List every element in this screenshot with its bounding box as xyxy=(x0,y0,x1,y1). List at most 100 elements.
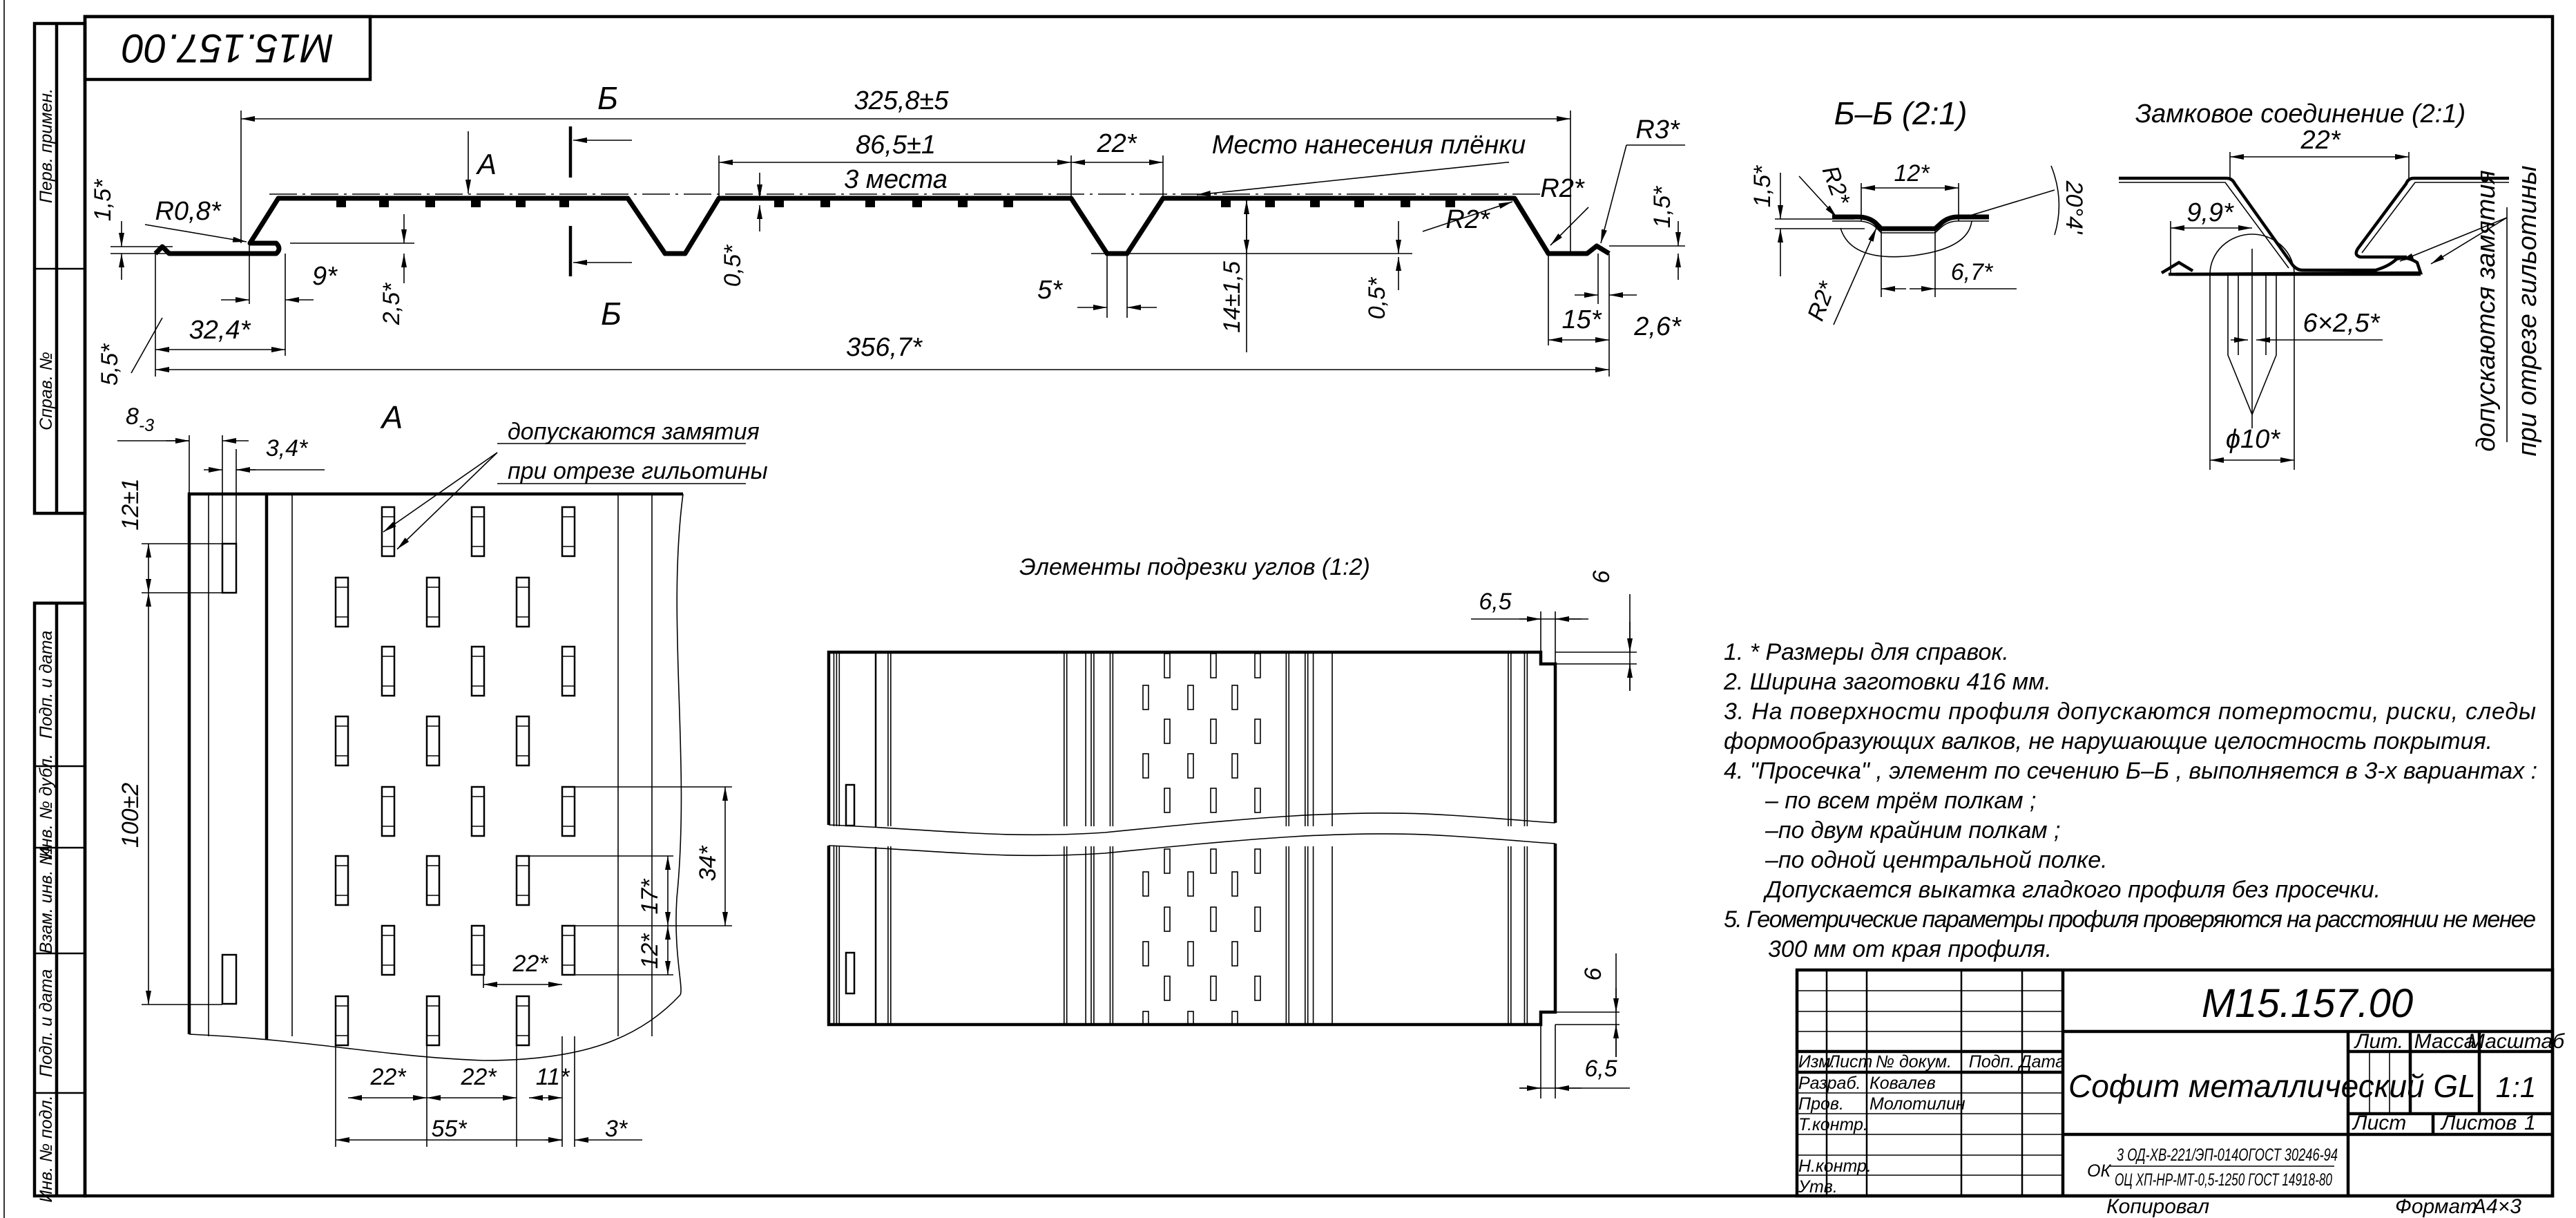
fastening-slot xyxy=(845,951,856,995)
sheet-label: Лист xyxy=(2352,1112,2406,1134)
perforation-tab xyxy=(471,200,481,207)
side-stamp-label: Взам. инв. № xyxy=(37,847,56,954)
dim-6: 6 xyxy=(1588,570,1615,583)
title-block-code: M15.157.00 xyxy=(2202,981,2413,1026)
corner-piece-bottom xyxy=(827,844,1557,1027)
main-profile-view: Б Б А 325,8±5 86,5±1 3 места 22* Место н… xyxy=(90,80,1682,386)
note-line: 2. Ширина заготовки 416 мм. xyxy=(1723,669,2051,695)
perforation-slot xyxy=(1231,685,1238,710)
perforation-slot xyxy=(1231,871,1238,897)
perforation-slot xyxy=(1142,941,1149,967)
dim-5: 5* xyxy=(1037,276,1063,305)
sheets-value: 1 xyxy=(2524,1112,2536,1134)
fastening-slot xyxy=(221,542,238,594)
note-leader xyxy=(396,452,498,550)
perforation-slot xyxy=(1210,906,1217,932)
view-a-outline xyxy=(187,492,683,1034)
r2-leader xyxy=(1833,227,1877,325)
dim-r2: R2* xyxy=(1803,277,1841,324)
dim-12: 12* xyxy=(1894,160,1930,187)
title-block: M15.157.00 Софит металлический GL Изм. Л… xyxy=(1798,981,2565,1218)
perforation-slot xyxy=(1142,1011,1149,1025)
note-line: –по одной центральной полке. xyxy=(1765,847,2108,873)
perforation-tab xyxy=(958,200,968,207)
perforation-slot xyxy=(515,855,530,906)
note-line: 300 мм от края профиля. xyxy=(1768,936,2052,962)
perforation-slot xyxy=(515,995,530,1047)
perforation-slot xyxy=(334,576,349,628)
dim-0-5: 0,5* xyxy=(1364,276,1390,319)
r2-leader xyxy=(1550,207,1589,246)
copied-label: Копировал xyxy=(2106,1195,2209,1218)
side-stamp-label: Подп. и дата xyxy=(37,631,56,739)
perforation-slot xyxy=(561,645,576,697)
drawing-geometry xyxy=(110,111,2509,1147)
header-date: Дата xyxy=(2017,1052,2065,1072)
dim-22: 22* xyxy=(460,1064,497,1090)
dim-9-9: 9,9* xyxy=(2186,198,2234,227)
dim-height: 14±1,5 xyxy=(1219,261,1245,333)
break-line xyxy=(828,833,1556,857)
developer-name: Ковалев xyxy=(1869,1074,1936,1093)
dim-22-inner: 22* xyxy=(512,951,549,977)
side-stamp-lower xyxy=(32,601,87,1198)
perforation-slot xyxy=(1231,1011,1238,1025)
film-leader xyxy=(1196,162,1508,196)
side-stamp-label: Инв. № подл. xyxy=(37,1095,56,1202)
perforation-slot xyxy=(334,855,349,906)
perforation-tab xyxy=(1003,200,1013,207)
dim-8: 8-3 xyxy=(126,403,154,435)
view-a-note: при отрезе гильотины xyxy=(508,458,768,484)
dim-1-5: 1,5* xyxy=(1749,164,1776,207)
header-list: Лист xyxy=(1827,1052,1872,1072)
break-line xyxy=(189,994,681,1061)
title-block-grid xyxy=(1795,968,2555,1198)
sheets-label: Листов xyxy=(2440,1112,2517,1134)
role-tech-control: Т.контр. xyxy=(1798,1115,1868,1134)
dim-2-6: 2,6* xyxy=(1633,312,1682,341)
side-stamp-label: Инв. № дубл. xyxy=(37,754,56,860)
perforation-slot xyxy=(425,995,441,1047)
perforation-tab xyxy=(820,200,830,207)
perforation-slot xyxy=(381,786,396,837)
dim-22: 22* xyxy=(369,1064,407,1090)
dim-6-5: 6,5 xyxy=(1479,589,1511,615)
perforation-tab xyxy=(559,200,569,207)
perforation-slot xyxy=(470,506,486,558)
perforation-slot xyxy=(1164,653,1171,678)
perforation-slot xyxy=(1164,788,1171,813)
note-line: 3. На поверхности профиля допускаются по… xyxy=(1724,698,2536,725)
side-stamps: Перв. примен. Справ. № Подп. и дата Инв.… xyxy=(37,88,56,1203)
extension-line xyxy=(1958,189,2055,220)
role-norm-control: Н.контр. xyxy=(1798,1157,1872,1176)
role-developer: Разраб. xyxy=(1798,1074,1861,1093)
perforation-slot xyxy=(1210,848,1217,874)
dim-6-7: 6,7* xyxy=(1951,259,1994,285)
note-leader xyxy=(2399,217,2508,262)
dim-15: 15* xyxy=(1561,305,1602,334)
dim-angle: 20°4' xyxy=(2061,180,2087,235)
perforation-slot xyxy=(425,576,441,628)
checker-name: Молотилин xyxy=(1869,1094,1965,1114)
perforation-slot xyxy=(515,715,530,767)
perforation-tab xyxy=(1265,200,1275,207)
material-bottom: ОЦ ХП-НР-МТ-0,5-1250 ГОСТ 14918-80 xyxy=(2115,1170,2332,1190)
perforation-slot xyxy=(1210,719,1217,744)
perforation-slot xyxy=(1210,653,1217,678)
dim-r2: R2* xyxy=(1540,174,1585,203)
section-bb-title: Б–Б (2:1) xyxy=(1834,95,1968,131)
perforation-slot xyxy=(1210,976,1217,1001)
corner-elements-view: Элементы подрезки углов (1:2) 6,5 6 6 6,… xyxy=(1019,554,1617,1082)
dim-9: 9* xyxy=(312,262,338,291)
perforation-tab xyxy=(379,200,389,207)
perforation-slot xyxy=(1142,871,1149,897)
section-bb-profile-inner xyxy=(1832,220,1989,234)
perforation-slot xyxy=(1254,848,1261,874)
dim-screw: 6×2,5* xyxy=(2303,309,2381,338)
detail-outline xyxy=(1840,220,1972,258)
perforation-tab xyxy=(1445,200,1455,207)
corner-elements-title: Элементы подрезки углов (1:2) xyxy=(1019,554,1370,580)
dim-h15-right: 1,5* xyxy=(1649,185,1675,228)
note-line: –по двум крайним полкам ; xyxy=(1765,817,2061,844)
side-stamp-label: Справ. № xyxy=(37,352,56,430)
